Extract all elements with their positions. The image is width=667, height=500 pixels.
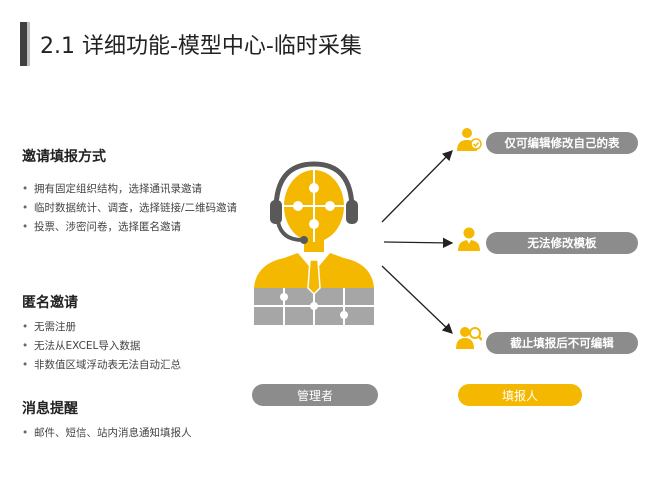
section-title: 消息提醒 (22, 401, 78, 417)
list-item: 临时数据统计、调查，选择链接/二维码邀请 (22, 199, 247, 218)
outcome-pill-2: 无法修改模板 (486, 232, 638, 254)
outcome-pill-1: 仅可编辑修改自己的表 (486, 132, 638, 154)
role-reporter: 填报人 (458, 384, 582, 406)
user-search-icon (456, 327, 482, 349)
list-item: 无法从EXCEL导入数据 (22, 337, 247, 356)
list-item: 邮件、短信、站内消息通知填报人 (22, 424, 247, 443)
page-title: 2.1 详细功能-模型中心-临时采集 (40, 34, 362, 59)
section-invite-methods: 邀请填报方式 拥有固定组织结构，选择通讯录邀请 临时数据统计、调查，选择链接/二… (22, 146, 247, 237)
user-check-icon (457, 128, 482, 151)
section-message-reminder: 消息提醒 邮件、短信、站内消息通知填报人 (22, 398, 247, 443)
section-anonymous-invite: 匿名邀请 无需注册 无法从EXCEL导入数据 非数值区域浮动表无法自动汇总 (22, 292, 247, 375)
arrow-to-outcome-3 (381, 265, 453, 334)
list-item: 拥有固定组织结构，选择通讯录邀请 (22, 180, 247, 199)
arrow-to-outcome-2 (383, 237, 454, 249)
list-item: 无需注册 (22, 318, 247, 337)
list-item: 非数值区域浮动表无法自动汇总 (22, 356, 247, 375)
section-title: 邀请填报方式 (22, 149, 106, 165)
title-accent-bar-light (27, 22, 30, 66)
title-accent-bar (20, 22, 27, 66)
section-title: 匿名邀请 (22, 295, 78, 311)
bullet-list: 无需注册 无法从EXCEL导入数据 非数值区域浮动表无法自动汇总 (22, 318, 247, 375)
bullet-list: 拥有固定组织结构，选择通讯录邀请 临时数据统计、调查，选择链接/二维码邀请 投票… (22, 180, 247, 237)
role-manager: 管理者 (252, 384, 378, 406)
bullet-list: 邮件、短信、站内消息通知填报人 (22, 424, 247, 443)
arrow-to-outcome-1 (381, 150, 453, 223)
title-bar: 2.1 详细功能-模型中心-临时采集 (0, 22, 667, 66)
headset-puzzle-person-icon (254, 161, 374, 325)
user-icon (458, 227, 480, 251)
outcome-pill-3: 截止填报后不可编辑 (486, 332, 638, 354)
list-item: 投票、涉密问卷，选择匿名邀请 (22, 218, 247, 237)
